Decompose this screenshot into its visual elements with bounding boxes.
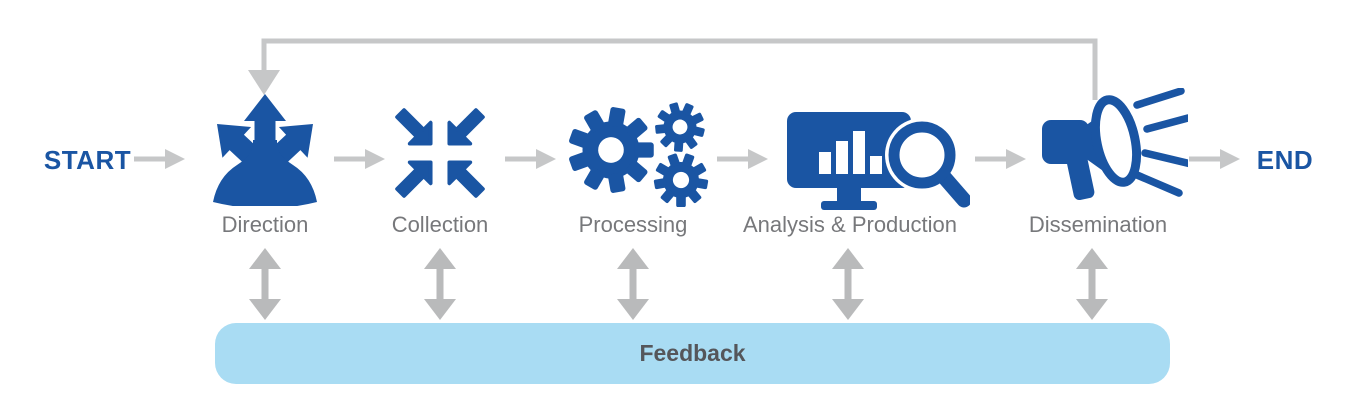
monitor-chart-magnifier-icon (787, 112, 970, 212)
flow-arrow (505, 149, 556, 169)
stage-label-dissemination: Dissemination (1028, 212, 1168, 237)
stage-label-analysis-production: Analysis & Production (743, 212, 957, 237)
converging-arrows-icon (395, 108, 485, 198)
flow-arrow (975, 149, 1026, 169)
double-arrow (1076, 248, 1108, 320)
megaphone-icon (1042, 88, 1188, 201)
feedback-label: Feedback (639, 340, 746, 366)
feedback-bar: Feedback (215, 323, 1170, 384)
double-arrow (832, 248, 864, 320)
flow-arrow (1189, 149, 1240, 169)
stage-label-processing: Processing (578, 212, 688, 237)
double-arrow (424, 248, 456, 320)
flow-arrow (134, 149, 185, 169)
double-arrow (617, 248, 649, 320)
flow-arrow (717, 149, 768, 169)
start-label: START (43, 145, 132, 175)
stage-label-collection: Collection (391, 212, 489, 237)
stage-label-direction: Direction (221, 212, 309, 237)
three-way-branch-arrows-icon (205, 94, 325, 206)
flow-arrow (334, 149, 385, 169)
gears-icon (560, 94, 712, 214)
double-arrow (249, 248, 281, 320)
end-label: END (1256, 145, 1314, 175)
